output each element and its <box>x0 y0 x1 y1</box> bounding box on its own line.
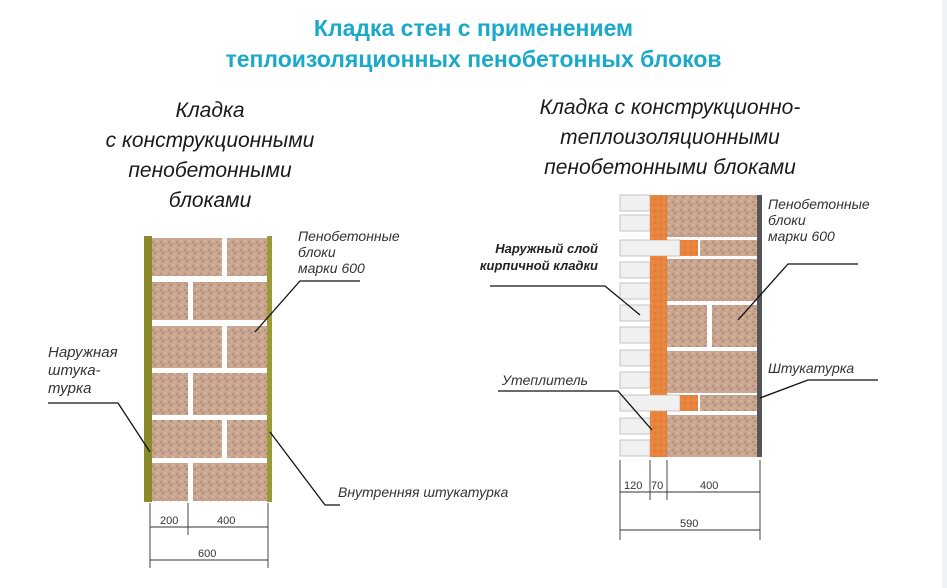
right-plaster <box>757 195 762 457</box>
right-block <box>667 259 757 301</box>
leader-line <box>498 390 653 431</box>
right-heading-line: Кладка с конструкционно- <box>539 96 801 119</box>
label-line: марки 600 <box>298 260 365 276</box>
right-leaders <box>490 263 878 431</box>
left-block <box>193 282 267 320</box>
dim-right-total: 590 <box>680 518 699 530</box>
leader-line <box>490 285 641 316</box>
label-right-brick: Наружный слой кирпичной кладки <box>478 240 598 274</box>
label-left-inner-plaster: Внутренняя штукатурка <box>338 484 509 500</box>
left-heading-line: пенобетонными <box>128 159 292 182</box>
left-heading-line: Кладка <box>175 99 245 122</box>
insulation <box>650 256 667 395</box>
left-heading-line: блоками <box>168 189 252 212</box>
left-leaders <box>48 280 360 506</box>
main-title-line2: теплоизоляционных пенобетонных блоков <box>225 46 722 72</box>
label-line: Наружная <box>48 344 118 361</box>
label-left-blocks: Пенобетонные блоки марки 600 <box>298 228 400 276</box>
right-block <box>700 240 757 256</box>
dim-left-a: 200 <box>160 515 179 527</box>
left-block <box>193 373 267 415</box>
brick-facing <box>619 194 681 457</box>
right-block <box>700 395 757 411</box>
dim-right-a: 120 <box>624 480 643 492</box>
dim-left-b: 400 <box>217 515 236 527</box>
page-edge <box>942 0 947 588</box>
label-left-outer-plaster: Наружная штука- турка <box>48 344 118 398</box>
left-block <box>152 326 222 368</box>
left-block <box>152 463 188 501</box>
left-block <box>227 420 267 458</box>
right-block <box>667 351 757 393</box>
left-outer-plaster <box>144 236 152 502</box>
leader-line <box>48 402 151 453</box>
right-block <box>667 305 707 347</box>
right-wall <box>619 194 762 457</box>
label-right-insulation: Утеплитель <box>502 372 589 388</box>
left-inner-plaster <box>267 236 272 502</box>
left-block <box>152 238 222 276</box>
label-line: блоки <box>298 244 336 260</box>
label-line: штука- <box>48 362 101 379</box>
right-heading-line: пенобетонными блоками <box>544 156 796 179</box>
label-right-blocks: Пенобетонные блоки марки 600 <box>768 196 870 244</box>
dim-left-total: 600 <box>198 548 217 560</box>
left-block <box>227 238 267 276</box>
left-heading: Кладка с конструкционными пенобетонными … <box>55 96 365 216</box>
left-heading-line: с конструкционными <box>105 129 315 152</box>
leader-line <box>737 263 858 321</box>
label-line: Пенобетонные <box>768 196 870 212</box>
insulation <box>650 195 667 240</box>
insulation <box>680 240 698 256</box>
left-block <box>227 326 267 368</box>
left-block <box>152 282 188 320</box>
label-line: турка <box>48 380 92 397</box>
label-line: Пенобетонные <box>298 228 400 244</box>
insulation <box>650 411 667 457</box>
right-block <box>667 195 757 237</box>
left-block <box>152 373 188 415</box>
leader-line <box>269 431 340 506</box>
right-block <box>667 415 757 457</box>
left-block <box>152 420 222 458</box>
label-line: Наружный слой <box>495 241 598 256</box>
insulation <box>680 395 698 411</box>
left-block <box>193 463 267 501</box>
label-line: кирпичной кладки <box>479 258 598 273</box>
dim-right-c: 400 <box>700 480 719 492</box>
leader-line <box>759 379 878 399</box>
dim-right-b: 70 <box>651 480 664 492</box>
left-dimensions <box>149 503 269 568</box>
label-right-plaster: Штукатурка <box>768 360 855 376</box>
right-heading: Кладка с конструкционно- теплоизоляционн… <box>485 93 855 183</box>
label-line: марки 600 <box>768 228 835 244</box>
main-title-line1: Кладка стен с применением <box>313 15 634 41</box>
left-wall <box>144 236 272 502</box>
right-heading-line: теплоизоляционными <box>560 126 780 149</box>
right-block <box>712 305 757 347</box>
leader-line <box>254 280 360 333</box>
right-dimensions <box>619 460 761 540</box>
label-line: блоки <box>768 212 806 228</box>
